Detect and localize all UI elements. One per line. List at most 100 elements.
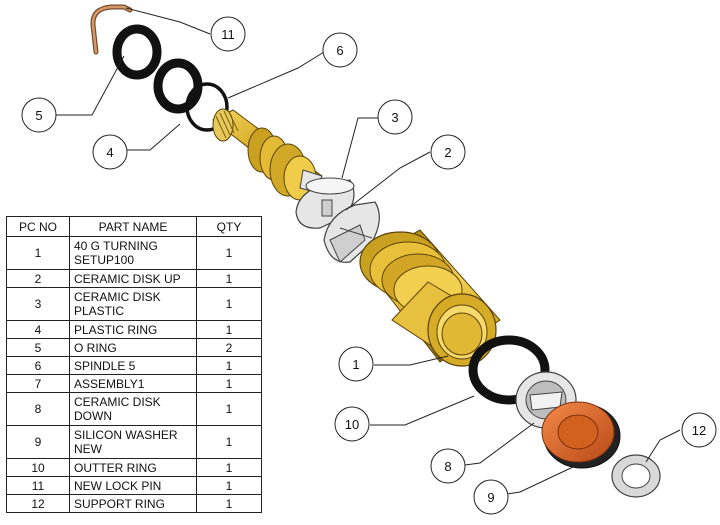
callout-2: 2	[430, 134, 466, 170]
callout-5: 5	[21, 97, 57, 133]
svg-text:10: 10	[345, 417, 359, 432]
svg-text:5: 5	[35, 108, 42, 123]
cell-pc-no: 12	[6, 494, 70, 513]
svg-text:1: 1	[352, 357, 359, 372]
cell-part-name: CERAMIC DISK UP	[69, 269, 197, 288]
part-name-line: SILICON WASHER	[74, 428, 178, 442]
table-row: 10 OUTTER RING 1	[6, 458, 262, 477]
part-name-line: PLASTIC	[74, 304, 125, 318]
header-pc-no: PC NO	[6, 216, 70, 237]
cell-qty: 1	[196, 236, 262, 270]
svg-text:12: 12	[692, 423, 706, 438]
o-ring-part-b	[153, 58, 203, 114]
svg-text:11: 11	[221, 27, 235, 42]
part-name-line: CERAMIC DISK UP	[74, 271, 181, 286]
callout-10: 10	[334, 406, 370, 442]
cell-qty: 1	[196, 356, 262, 375]
part-name-line: O RING	[74, 340, 117, 355]
ceramic-disk-down-part	[515, 371, 577, 429]
svg-text:3: 3	[391, 110, 398, 125]
silicon-washer-part	[541, 401, 621, 469]
part-name-line: SETUP100	[74, 253, 135, 267]
svg-text:4: 4	[106, 145, 113, 160]
part-name-line: NEW LOCK PIN	[74, 478, 162, 493]
part-name-line: CERAMIC DISK	[74, 395, 161, 409]
cell-pc-no: 6	[6, 356, 70, 375]
part-name-line: CERAMIC DISK	[74, 290, 161, 304]
cell-pc-no: 2	[6, 269, 70, 288]
callout-11: 11	[210, 16, 246, 52]
part-name-line: SUPPORT RING	[74, 496, 165, 511]
cell-qty: 1	[196, 269, 262, 288]
cell-qty: 1	[196, 374, 262, 393]
cell-pc-no: 7	[6, 374, 70, 393]
cell-qty: 1	[196, 392, 262, 426]
cell-pc-no: 9	[6, 425, 70, 459]
callout-8: 8	[430, 448, 466, 484]
header-qty: QTY	[196, 216, 262, 237]
cell-part-name: SUPPORT RING	[69, 494, 197, 513]
svg-text:9: 9	[487, 490, 494, 505]
cell-part-name: ASSEMBLY1	[69, 374, 197, 393]
cell-part-name: NEW LOCK PIN	[69, 476, 197, 495]
cell-qty: 1	[196, 287, 262, 321]
cell-part-name: SPINDLE 5	[69, 356, 197, 375]
callout-3: 3	[377, 99, 413, 135]
support-ring-part	[611, 454, 661, 498]
svg-text:2: 2	[444, 145, 451, 160]
table-row: 5 O RING 2	[6, 338, 262, 357]
svg-text:6: 6	[336, 43, 343, 58]
part-name-line: PLASTIC RING	[74, 322, 158, 337]
callout-4: 4	[92, 134, 128, 170]
outter-ring-part	[468, 335, 550, 405]
callout-9: 9	[473, 479, 509, 515]
cell-qty: 2	[196, 338, 262, 357]
lock-pin-part	[90, 4, 133, 55]
cell-qty: 1	[196, 425, 262, 459]
part-name-line: OUTTER RING	[74, 460, 157, 475]
cell-pc-no: 1	[6, 236, 70, 270]
table-row: 6 SPINDLE 5 1	[6, 356, 262, 375]
cell-pc-no: 10	[6, 458, 70, 477]
part-name-line: SPINDLE 5	[74, 358, 136, 373]
cell-pc-no: 3	[6, 287, 70, 321]
svg-text:8: 8	[444, 459, 451, 474]
cell-qty: 1	[196, 494, 262, 513]
part-name-line: ASSEMBLY1	[74, 376, 145, 391]
cell-qty: 1	[196, 458, 262, 477]
callout-6: 6	[322, 32, 358, 68]
cell-pc-no: 5	[6, 338, 70, 357]
cell-part-name: PLASTIC RING	[69, 320, 197, 339]
cell-pc-no: 8	[6, 392, 70, 426]
cell-pc-no: 11	[6, 476, 70, 495]
header-part-name: PART NAME	[69, 216, 197, 237]
cell-part-name: OUTTER RING	[69, 458, 197, 477]
cell-qty: 1	[196, 320, 262, 339]
part-name-line: DOWN	[74, 409, 112, 423]
plastic-ring-part	[185, 82, 229, 132]
table-row: 7 ASSEMBLY1 1	[6, 374, 262, 393]
table-row: 12 SUPPORT RING 1	[6, 494, 262, 513]
callouts: 11 6 5 4 3 2 1 10	[21, 16, 717, 515]
spindle-part	[212, 108, 323, 201]
callout-12: 12	[681, 412, 717, 448]
cell-part-name: O RING	[69, 338, 197, 357]
brass-body-part	[359, 229, 501, 367]
part-name-line: NEW	[74, 442, 102, 456]
part-name-line: 40 G TURNING	[74, 239, 158, 253]
parts-table-header: PC NO PART NAME QTY	[6, 216, 262, 237]
